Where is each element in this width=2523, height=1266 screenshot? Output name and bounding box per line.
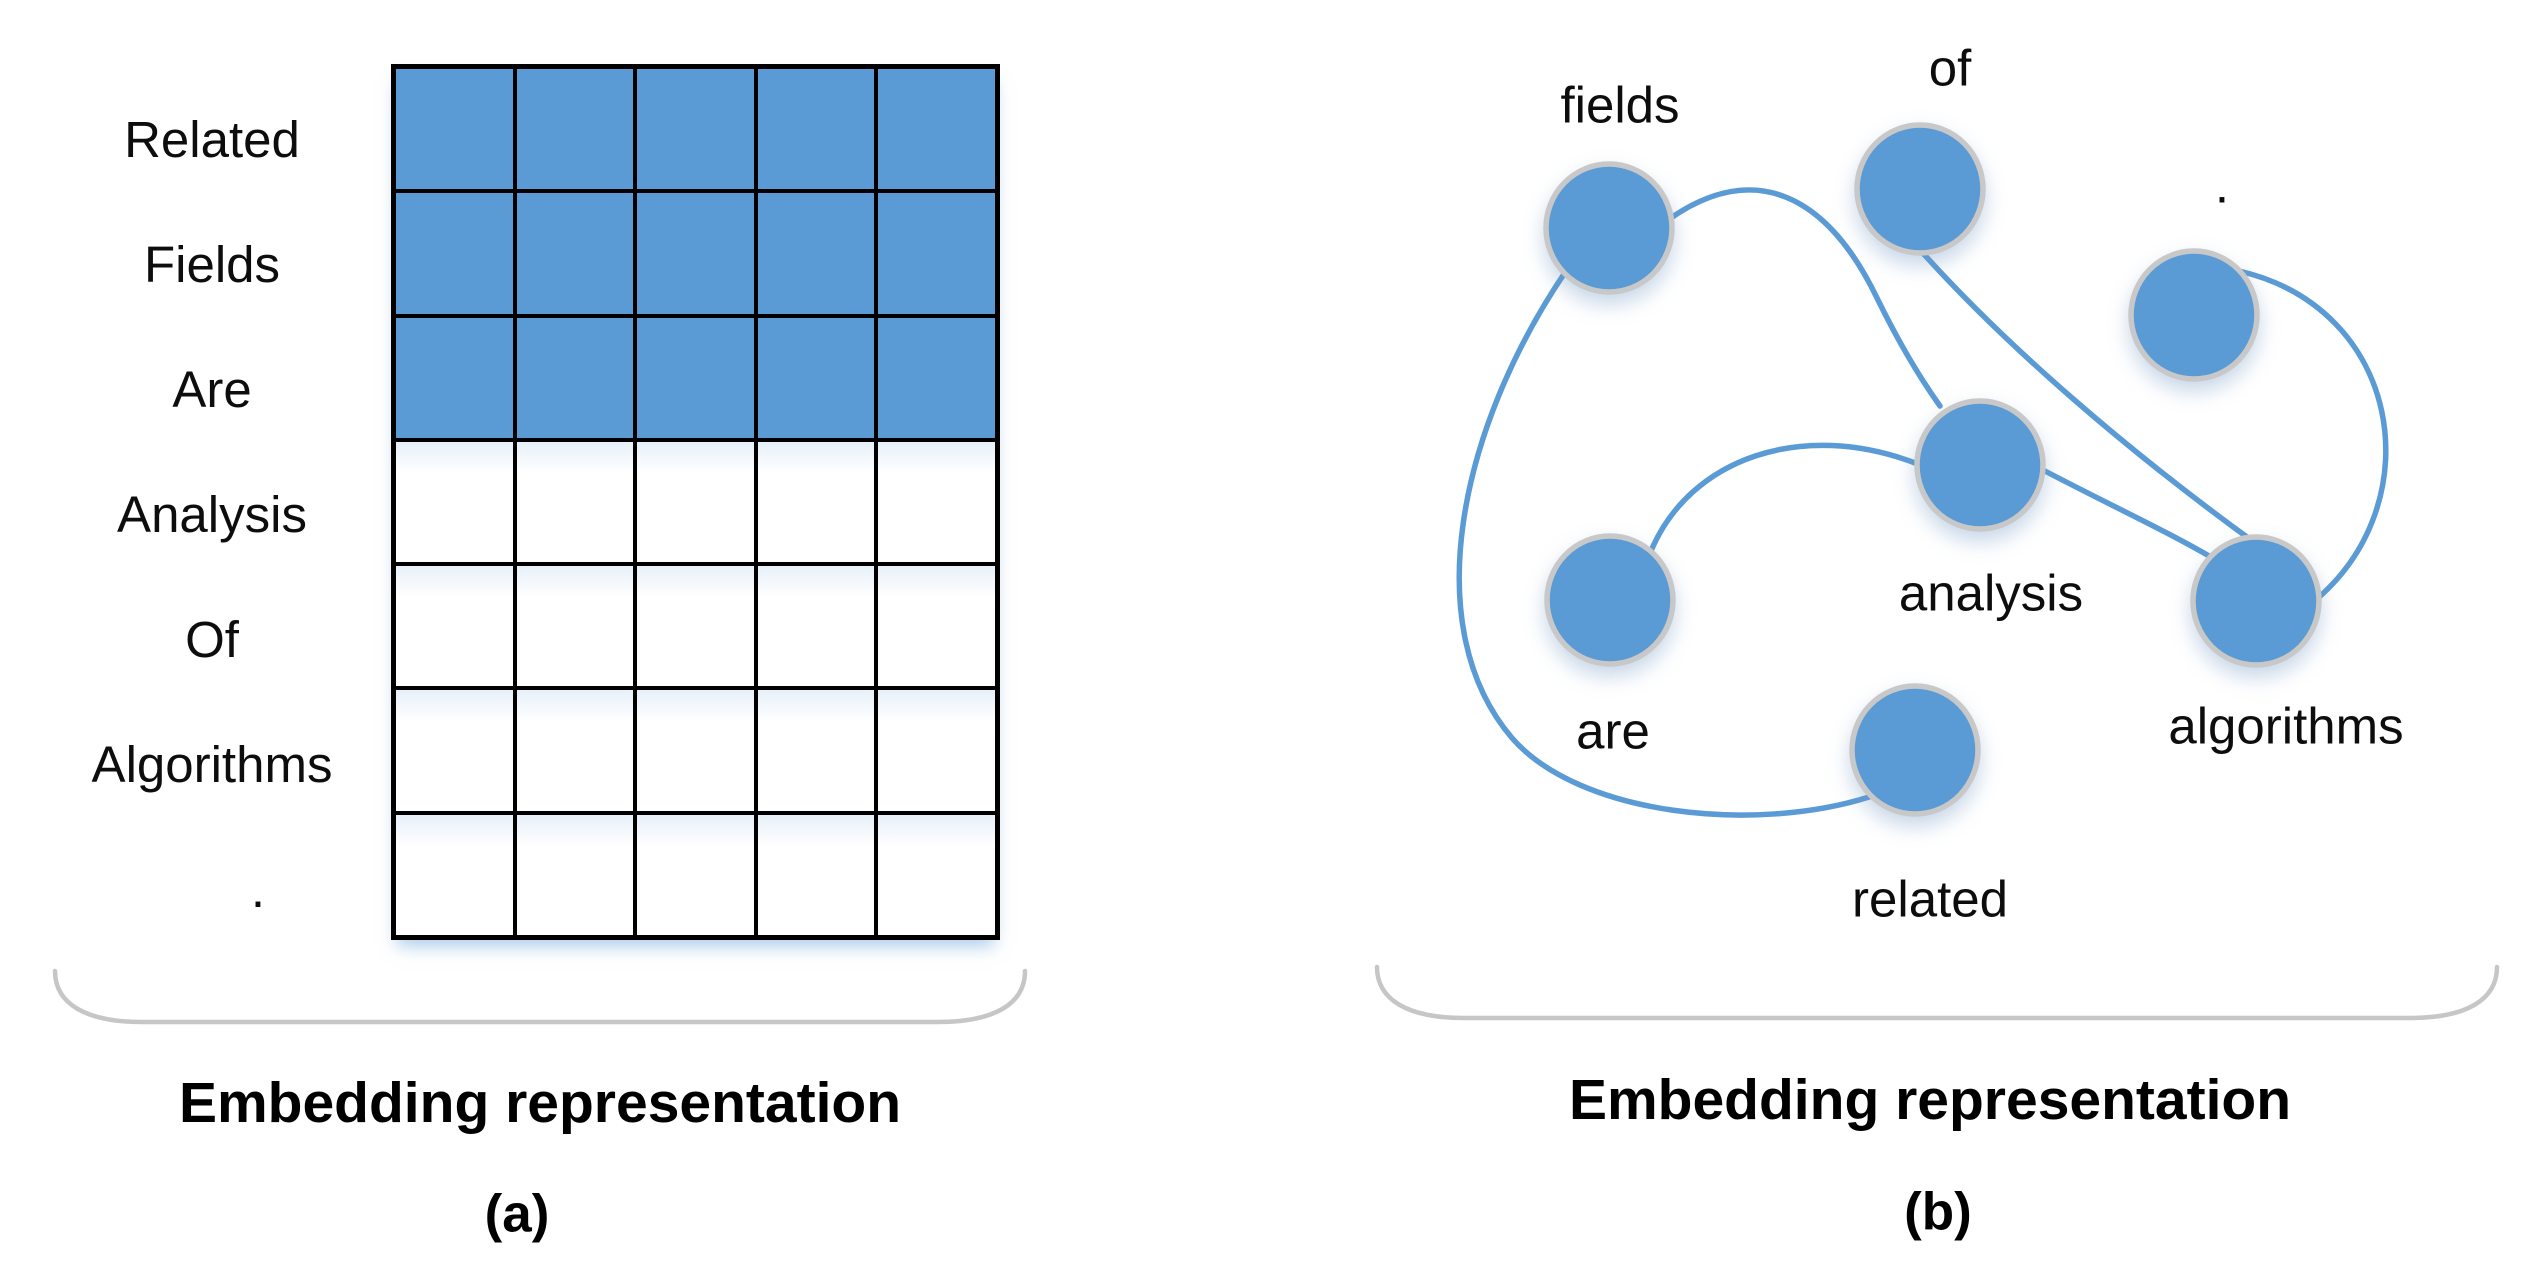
node-analysis — [1914, 398, 2046, 532]
edge-are-analysis — [1648, 442, 1918, 554]
node-algorithms — [2190, 534, 2322, 668]
node-label-of: of — [1928, 39, 1972, 97]
edge-analysis-algorithms — [2040, 467, 2212, 559]
matrix-cell — [757, 566, 875, 687]
matrix-cell — [516, 441, 634, 563]
matrix-cell — [637, 814, 754, 935]
matrix-cell — [516, 69, 634, 190]
matrix-row-label: Analysis — [117, 486, 307, 543]
matrix-cell — [757, 441, 875, 563]
node-fields — [1543, 161, 1675, 295]
node-label-period: . — [2214, 156, 2230, 214]
matrix-cell — [516, 814, 634, 935]
node-label-algorithms: algorithms — [2168, 697, 2404, 755]
node-label-fields: fields — [1560, 76, 1680, 134]
matrix-cell — [878, 814, 995, 935]
matrix-cell — [757, 193, 875, 314]
curly-bracket-b — [1374, 964, 2500, 1021]
matrix-cell — [757, 69, 875, 190]
node-label-are: are — [1576, 702, 1650, 760]
matrix-row-label: Algorithms — [91, 736, 333, 793]
node-label-related: related — [1852, 870, 2008, 928]
matrix-cell — [637, 690, 754, 811]
node-related — [1849, 683, 1981, 817]
matrix-row-label: . — [250, 861, 266, 918]
matrix-cell — [637, 193, 754, 314]
matrix-cell — [757, 814, 875, 935]
matrix-cell — [516, 317, 634, 438]
matrix-cell — [396, 441, 513, 563]
matrix-cell — [757, 317, 875, 438]
matrix-cell — [396, 317, 513, 438]
matrix-row-label: Of — [185, 611, 239, 668]
matrix-cell — [878, 690, 995, 811]
matrix-row-label: Related — [124, 111, 300, 168]
matrix-cell — [637, 441, 754, 563]
node-period — [2128, 248, 2260, 382]
matrix-cell — [878, 317, 995, 438]
panel-a-tag: (a) — [484, 1184, 550, 1244]
matrix-cell — [878, 441, 995, 563]
panel-b-caption: Embedding representation — [1568, 1068, 2292, 1132]
edge-fields-analysis — [1665, 187, 1943, 409]
matrix-cell — [878, 69, 995, 190]
matrix-cell — [757, 690, 875, 811]
matrix-cell — [396, 193, 513, 314]
panel-b-tag: (b) — [1904, 1182, 1972, 1242]
edge-fields-related — [1456, 268, 1872, 818]
edge-of-algorithms — [1918, 248, 2254, 543]
matrix-cell — [637, 317, 754, 438]
node-are — [1544, 533, 1676, 667]
node-of — [1854, 122, 1986, 256]
node-label-analysis: analysis — [1898, 564, 2084, 622]
matrix-cell — [878, 566, 995, 687]
matrix-cell — [637, 69, 754, 190]
matrix-cell — [396, 69, 513, 190]
matrix-cell — [516, 566, 634, 687]
matrix-cell — [396, 690, 513, 811]
matrix-row-label: Are — [172, 361, 252, 418]
curly-bracket-a — [52, 968, 1028, 1025]
embedding-matrix — [391, 64, 1000, 940]
panel-a-caption: Embedding representation — [178, 1071, 902, 1135]
matrix-row-label: Fields — [143, 236, 281, 293]
matrix-cell — [516, 193, 634, 314]
matrix-cell — [878, 193, 995, 314]
matrix-cell — [516, 690, 634, 811]
matrix-cell — [637, 566, 754, 687]
edge-period-algorithms — [2236, 268, 2389, 601]
matrix-cell — [396, 566, 513, 687]
matrix-cell — [396, 814, 513, 935]
